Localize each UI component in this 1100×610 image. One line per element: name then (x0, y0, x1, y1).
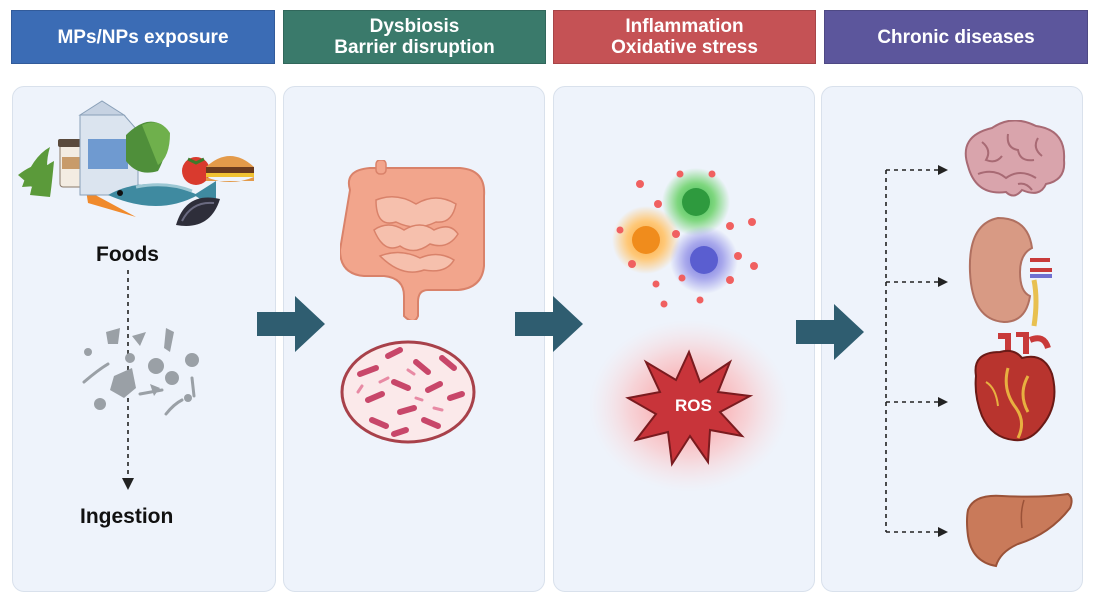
ros-label: ROS (675, 396, 712, 415)
header-inflammation-line-2: Oxidative stress (611, 37, 758, 58)
flow-arrow-3 (796, 304, 864, 360)
header-dysbiosis-line-1: Dysbiosis (369, 16, 460, 37)
kidney-icon (968, 216, 1052, 327)
intestine-icon (340, 160, 486, 320)
header-dysbiosis: Dysbiosis Barrier disruption (283, 10, 546, 64)
foods-label: Foods (96, 243, 159, 266)
flow-arrow-1 (257, 296, 325, 352)
ros-burst-icon (589, 320, 789, 492)
header-inflammation-line-1: Inflammation (625, 16, 744, 37)
flow-arrow-2 (515, 296, 583, 352)
header-chronic-line-1: Chronic diseases (877, 26, 1035, 48)
liver-icon (966, 492, 1073, 568)
ingestion-label: Ingestion (80, 505, 174, 528)
bacteria-icon (340, 340, 476, 444)
header-dysbiosis-line-2: Barrier disruption (334, 37, 495, 58)
header-exposure-line-1: MPs/NPs exposure (57, 26, 229, 48)
microplastics-particles (82, 328, 199, 416)
foods-illustration (18, 100, 254, 226)
immune-cells-icon (612, 168, 758, 308)
disease-branch-arrows (885, 165, 948, 537)
header-exposure: MPs/NPs exposure (11, 10, 275, 64)
header-chronic-diseases: Chronic diseases (824, 10, 1088, 64)
heart-icon (974, 332, 1056, 442)
header-inflammation: Inflammation Oxidative stress (553, 10, 816, 64)
brain-icon (964, 120, 1066, 197)
